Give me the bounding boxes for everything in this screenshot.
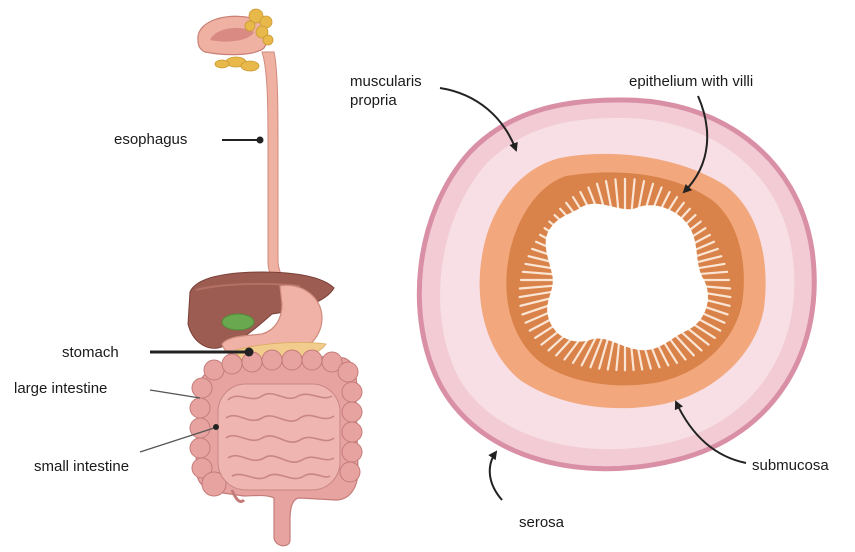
label-small-intestine: small intestine [34, 457, 129, 476]
label-muscularis-propria: muscularis propria [350, 72, 422, 110]
intestine-cross-section [419, 100, 814, 469]
label-stomach: stomach [62, 343, 119, 362]
label-large-intestine: large intestine [14, 379, 107, 398]
digestive-system-illustration [188, 9, 362, 546]
label-esophagus: esophagus [114, 130, 187, 149]
label-submucosa: submucosa [752, 456, 829, 475]
small-intestine [218, 384, 340, 490]
esophagus-pointer [222, 137, 264, 144]
label-serosa: serosa [519, 513, 564, 532]
lumen [546, 204, 708, 350]
label-muscularis-line1: muscularis [350, 72, 422, 91]
serosa-arrow [490, 452, 502, 500]
label-muscularis-line2: propria [350, 91, 422, 110]
esophagus [262, 52, 288, 286]
gallbladder [222, 314, 254, 330]
label-epithelium-with-villi: epithelium with villi [629, 72, 753, 91]
